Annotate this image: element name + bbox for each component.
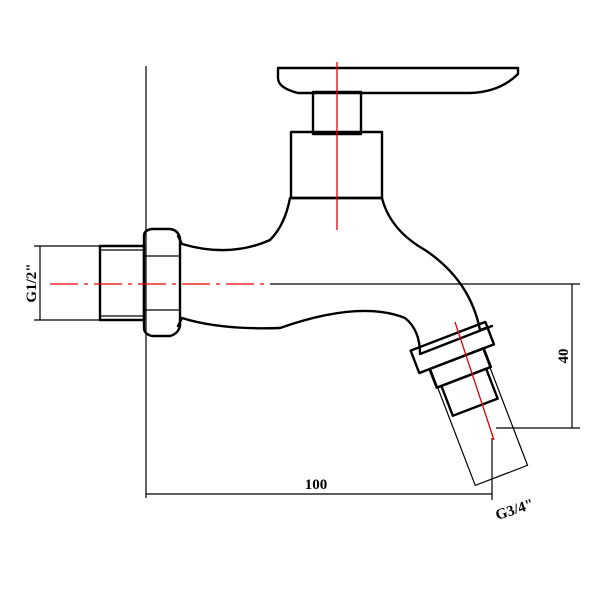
outlet-thread-label: G3/4"	[494, 497, 536, 524]
spout-body	[176, 196, 494, 356]
vertical-drop-label: 40	[556, 349, 572, 364]
outlet-center-line	[454, 321, 495, 441]
outlet-ring	[428, 347, 493, 389]
outlet-nozzle	[409, 320, 529, 487]
inlet-thread-label: G1/2"	[24, 263, 40, 302]
hex-nut	[142, 227, 182, 338]
inlet-thread-section	[98, 244, 146, 322]
outlet-thread-sleeve	[429, 347, 529, 487]
handle-lever	[276, 66, 520, 95]
horizontal-length-label: 100	[305, 477, 328, 493]
outlet-tip	[440, 367, 499, 418]
